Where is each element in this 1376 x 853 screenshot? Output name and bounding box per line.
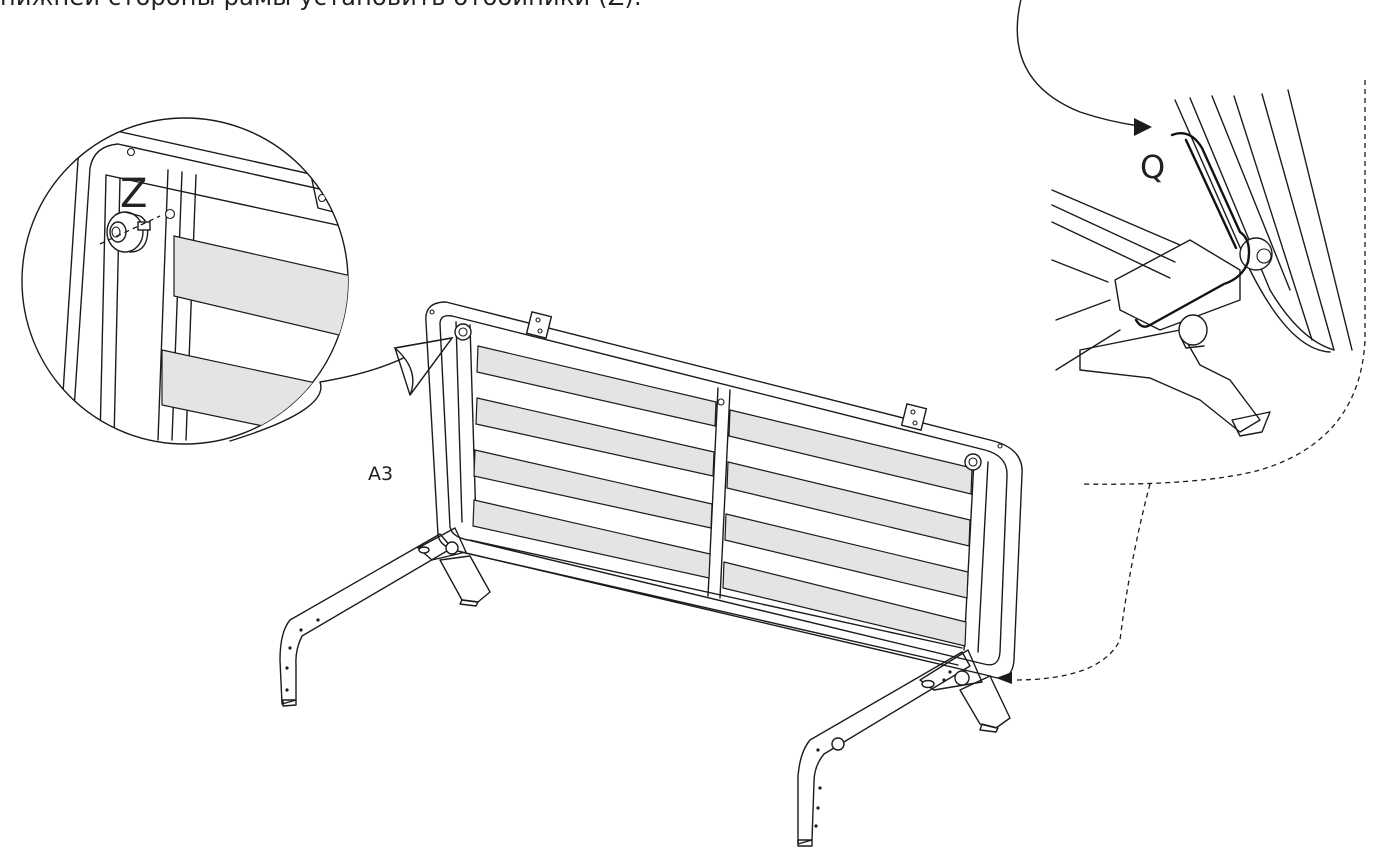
bumper-z-part (99, 211, 161, 253)
detail-callout-dashed (1013, 80, 1366, 681)
left-leg (279, 527, 491, 707)
zoom-detail-bumper: Z (21, 117, 454, 445)
label-z: Z (120, 171, 147, 217)
label-q: Q (1140, 148, 1165, 186)
label-a3: A3 (368, 463, 393, 485)
instruction-text: нижней стороны рамы установить отбойники… (0, 0, 642, 11)
bed-frame (425, 301, 1023, 679)
right-leg (797, 649, 1012, 847)
zoom-detail-hinge-q: Q (1016, 0, 1353, 437)
